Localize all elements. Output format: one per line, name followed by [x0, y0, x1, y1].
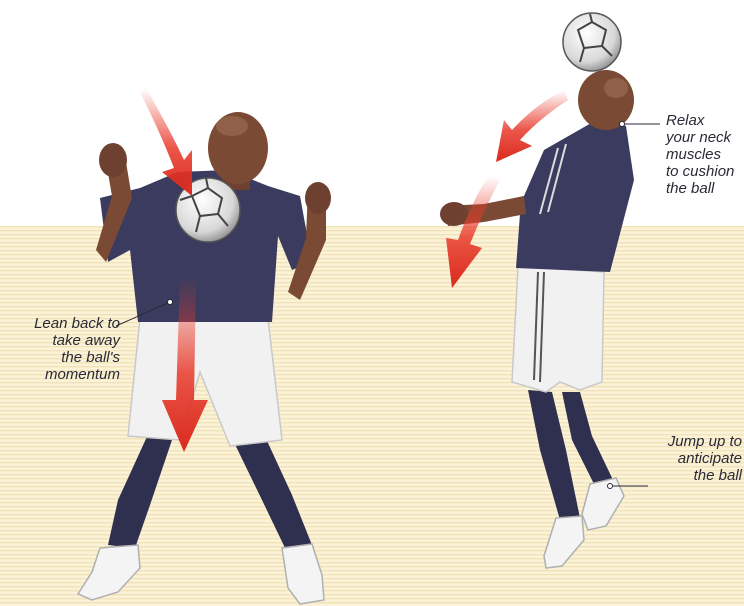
- annotation-line: to cushion: [666, 163, 744, 180]
- right-player-head-highlight: [604, 78, 628, 98]
- annotation-line: the ball: [666, 180, 744, 197]
- annotation-line: Relax: [666, 112, 744, 129]
- annotation-line: your neck: [666, 129, 744, 146]
- left-player-right-fist: [305, 182, 331, 214]
- annotation-line: anticipate: [630, 450, 742, 467]
- annotation-line: the ball's: [8, 349, 120, 366]
- annotation-line: momentum: [8, 366, 120, 383]
- left-player-head-highlight: [216, 116, 248, 136]
- soccer-ball-icon: [563, 13, 621, 71]
- right-player-fist: [440, 202, 468, 226]
- annotation-line: muscles: [666, 146, 744, 163]
- annotation-jump-up: Jump up to anticipate the ball: [630, 433, 742, 484]
- annotation-line: take away: [8, 332, 120, 349]
- annotation-line: Jump up to: [630, 433, 742, 450]
- right-player-head: [578, 70, 634, 130]
- right-player-shorts: [512, 266, 604, 392]
- annotation-relax-neck: Relax your neck muscles to cushion the b…: [666, 112, 744, 197]
- annotation-line: the ball: [630, 467, 742, 484]
- annotation-lean-back: Lean back to take away the ball's moment…: [8, 315, 120, 383]
- annotation-line: Lean back to: [8, 315, 120, 332]
- left-player-left-fist: [99, 143, 127, 177]
